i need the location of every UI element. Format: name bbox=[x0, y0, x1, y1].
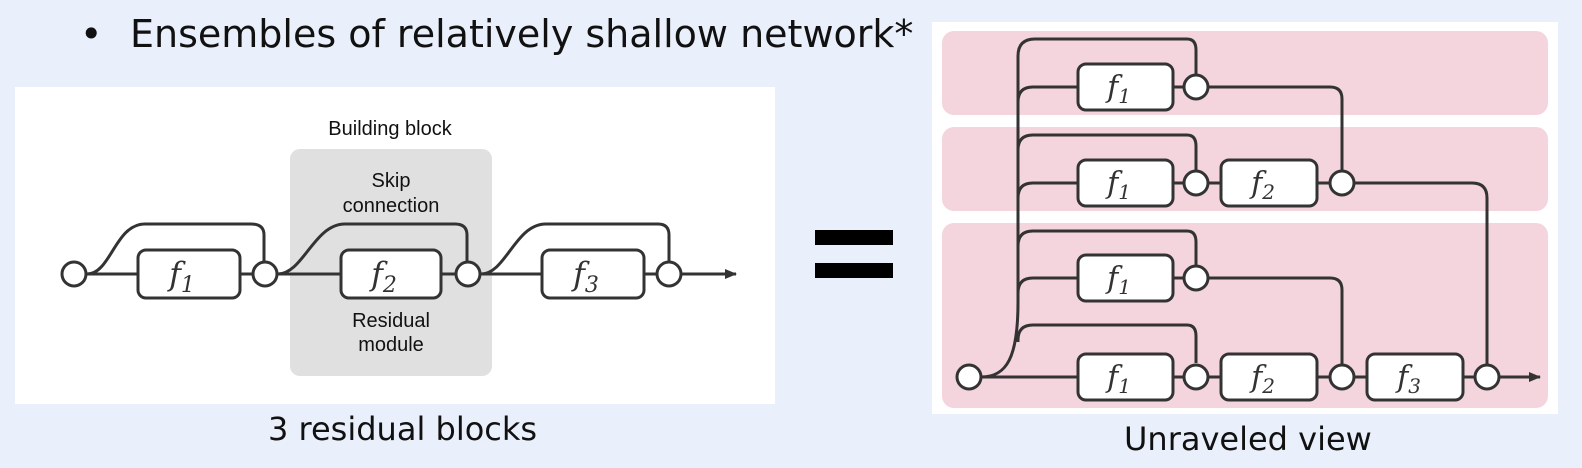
unraveled-view-diagram: f1 f1 f2 f1 f1 f2 f3 bbox=[942, 31, 1548, 408]
sum-node-3 bbox=[655, 260, 683, 288]
skip-connection-label-1: Skip bbox=[372, 170, 411, 192]
sum-node-2 bbox=[454, 260, 482, 288]
skip-connection-3 bbox=[480, 222, 671, 276]
row-4-module-f2: f2 bbox=[1219, 352, 1319, 402]
branch-skip-2 bbox=[1016, 133, 1198, 171]
equals-bar-bottom bbox=[815, 263, 893, 278]
unraveled-view-panel: f1 f1 f2 f1 f1 f2 f3 bbox=[932, 22, 1558, 414]
skip-connection-label-2: connection bbox=[343, 195, 440, 217]
bullet-text: Ensembles of relatively shallow network* bbox=[130, 12, 914, 56]
row-2-sum-node-1 bbox=[1182, 169, 1210, 197]
branch-row-2 bbox=[1016, 181, 1078, 202]
row-2-sum-node-2 bbox=[1328, 169, 1356, 197]
row-2-module-f1: f1 bbox=[1076, 158, 1175, 208]
row-3-merge bbox=[1208, 276, 1344, 365]
skip-connection-1 bbox=[86, 222, 266, 276]
module-f2: f2 bbox=[339, 248, 443, 300]
row-4-sum-node-1 bbox=[1182, 363, 1210, 391]
bullet-point: • Ensembles of relatively shallow network… bbox=[80, 12, 913, 56]
module-f3: f3 bbox=[540, 248, 646, 300]
right-caption: Unraveled view bbox=[1124, 420, 1372, 458]
row-2-merge bbox=[1354, 181, 1489, 365]
row-4-module-f3: f3 bbox=[1365, 352, 1465, 402]
branch-skip-3 bbox=[1016, 229, 1198, 265]
equals-sign bbox=[815, 228, 893, 280]
residual-network-diagram: Building block Skip connection Residual … bbox=[60, 118, 737, 376]
branch-skip-1 bbox=[980, 37, 1198, 379]
row-3-module-f1: f1 bbox=[1076, 253, 1175, 303]
residual-network-panel: Building block Skip connection Residual … bbox=[15, 87, 775, 404]
path-band-1 bbox=[942, 31, 1548, 115]
row-3-sum-node bbox=[1182, 264, 1210, 292]
residual-module-label-2: module bbox=[358, 334, 424, 356]
row-1-sum-node bbox=[1182, 73, 1210, 101]
input-node bbox=[60, 260, 88, 288]
branch-row-3 bbox=[1016, 276, 1078, 302]
row-1-module-f1: f1 bbox=[1076, 62, 1175, 112]
branch-row-1 bbox=[1016, 85, 1078, 142]
residual-module-label-1: Residual bbox=[352, 310, 430, 332]
sum-node-1 bbox=[251, 260, 279, 288]
left-caption: 3 residual blocks bbox=[268, 410, 538, 448]
branch-skip-4 bbox=[1016, 323, 1198, 363]
row-4-module-f1: f1 bbox=[1076, 352, 1175, 402]
bullet-symbol: • bbox=[80, 12, 103, 56]
equals-bar-top bbox=[815, 230, 893, 245]
row-2-module-f2: f2 bbox=[1219, 158, 1319, 208]
skip-connection-2 bbox=[277, 222, 469, 276]
row-1-merge bbox=[1208, 85, 1344, 171]
row-4-sum-node-3 bbox=[1473, 363, 1501, 391]
module-f1: f1 bbox=[136, 248, 242, 300]
input-node bbox=[955, 363, 983, 391]
building-block-label: Building block bbox=[328, 118, 452, 140]
row-4-sum-node-2 bbox=[1328, 363, 1356, 391]
